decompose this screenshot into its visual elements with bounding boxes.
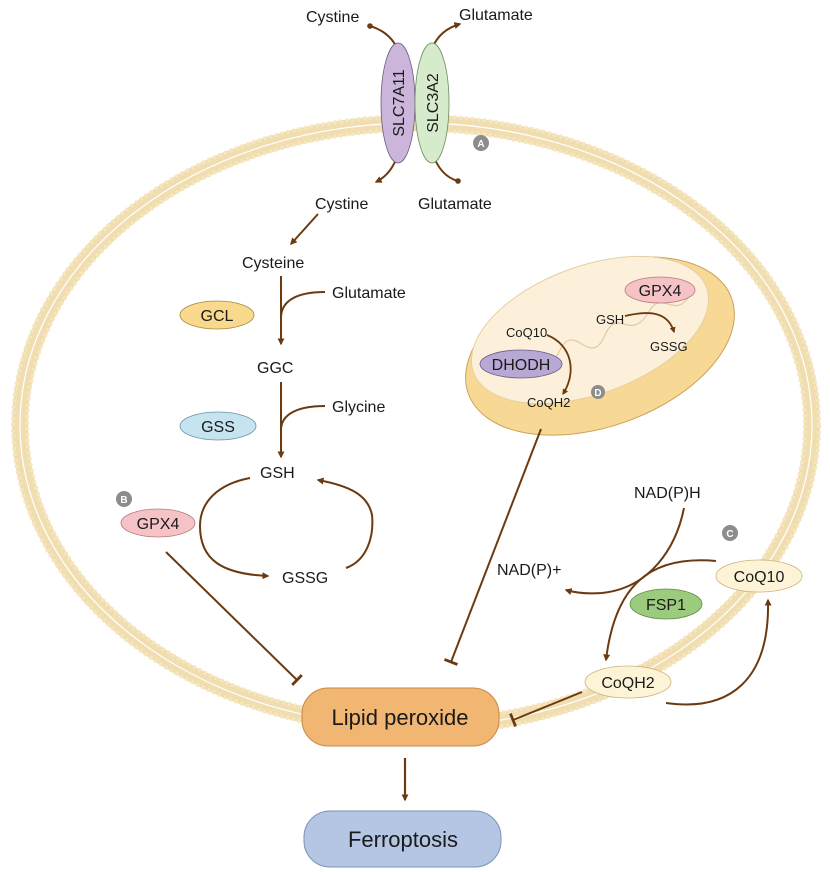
coq10-node	[715, 559, 803, 593]
glycine-label: Glycine	[332, 399, 385, 416]
dhodh-enzyme	[479, 349, 563, 379]
cysteine-label: Cysteine	[242, 255, 304, 272]
badge-d-label: D	[594, 388, 601, 399]
gss-enzyme	[179, 411, 257, 441]
ferroptosis-node	[303, 810, 502, 868]
badge-b	[116, 491, 132, 507]
badge-b-label: B	[120, 495, 127, 506]
cystine-out-label: Cystine	[306, 9, 359, 26]
dhodh-label: DHODH	[492, 357, 551, 374]
gcl-enzyme	[179, 300, 255, 330]
fsp1-enzyme	[629, 588, 703, 620]
gpx4-enzyme	[120, 508, 196, 538]
ferroptosis-label: Ferroptosis	[348, 827, 458, 852]
coq10-to-coqh2-arrow	[603, 559, 717, 662]
badge-a	[473, 135, 489, 151]
cystine-to-cysteine-arrow	[290, 213, 319, 246]
gsh-pathway: Cysteine Glutamate GCL GGC Glycine GSS G…	[116, 213, 406, 686]
gssg-to-gsh-arrow	[316, 477, 374, 569]
outcome-section: Lipid peroxide Ferroptosis	[301, 687, 502, 868]
coq10-label: CoQ10	[734, 569, 785, 586]
gsh-to-gssg-arrow	[198, 477, 270, 580]
badge-c-label: C	[726, 529, 733, 540]
badge-c	[722, 525, 738, 541]
glutamate-out-label: Glutamate	[459, 7, 533, 24]
glutamate-join-arrow	[280, 291, 326, 319]
cell-membrane	[11, 114, 821, 736]
transporter-section: Cystine Glutamate SLC7A11 SLC3A2 A Cysti…	[306, 7, 533, 213]
slc3a2-label: SLC3A2	[425, 73, 442, 133]
mito-gsh-to-gssg-arrow	[624, 312, 676, 334]
coqh2-label: CoQH2	[601, 675, 654, 692]
slc3a2-protein	[414, 42, 450, 164]
gpx4-inhibits-lipid-peroxide	[165, 551, 303, 686]
coqh2-to-coq10-arrow	[665, 598, 772, 706]
cystine-in-label: Cystine	[315, 196, 368, 213]
mito-gpx4-enzyme	[624, 276, 696, 304]
nadp-label: NAD(P)+	[497, 562, 561, 579]
coqh2-node	[584, 665, 672, 699]
mito-gsh-label: GSH	[596, 312, 624, 327]
glycine-join-arrow	[280, 405, 326, 431]
nadph-label: NAD(P)H	[634, 485, 701, 502]
badge-d	[591, 385, 605, 399]
gsh-label: GSH	[260, 465, 295, 482]
mito-gpx4-label: GPX4	[639, 283, 682, 300]
badge-a-label: A	[477, 139, 484, 150]
mito-coqh2-label: CoQH2	[527, 395, 570, 410]
mito-coqh2-inhibits-lipid-peroxide	[443, 428, 542, 666]
coqh2-inhibits-lipid-peroxide	[509, 691, 583, 728]
mito-coq10-label: CoQ10	[506, 325, 547, 340]
glutamate-label: Glutamate	[332, 285, 406, 302]
lipid-peroxide-label: Lipid peroxide	[332, 705, 469, 730]
fsp1-pathway: NAD(P)H C NAD(P)+ CoQ10 FSP1 CoQH2	[497, 485, 803, 728]
fsp1-label: FSP1	[646, 597, 686, 614]
mito-gssg-label: GSSG	[650, 339, 688, 354]
slc7a11-label: SLC7A11	[391, 69, 408, 136]
nadph-to-nadp-arrow	[564, 507, 685, 595]
glutamate-in-label: Glutamate	[418, 196, 492, 213]
gcl-label: GCL	[201, 308, 234, 325]
mitochondrion: GPX4 GSH GSSG CoQ10 DHODH D CoQH2	[465, 255, 735, 436]
ggc-label: GGC	[257, 360, 293, 377]
gss-label: GSS	[201, 419, 235, 436]
lipid-peroxide-node	[301, 687, 500, 747]
gssg-label: GSSG	[282, 570, 328, 587]
gpx4-label: GPX4	[137, 516, 180, 533]
mito-coq10-to-coqh2-arrow	[546, 334, 572, 396]
